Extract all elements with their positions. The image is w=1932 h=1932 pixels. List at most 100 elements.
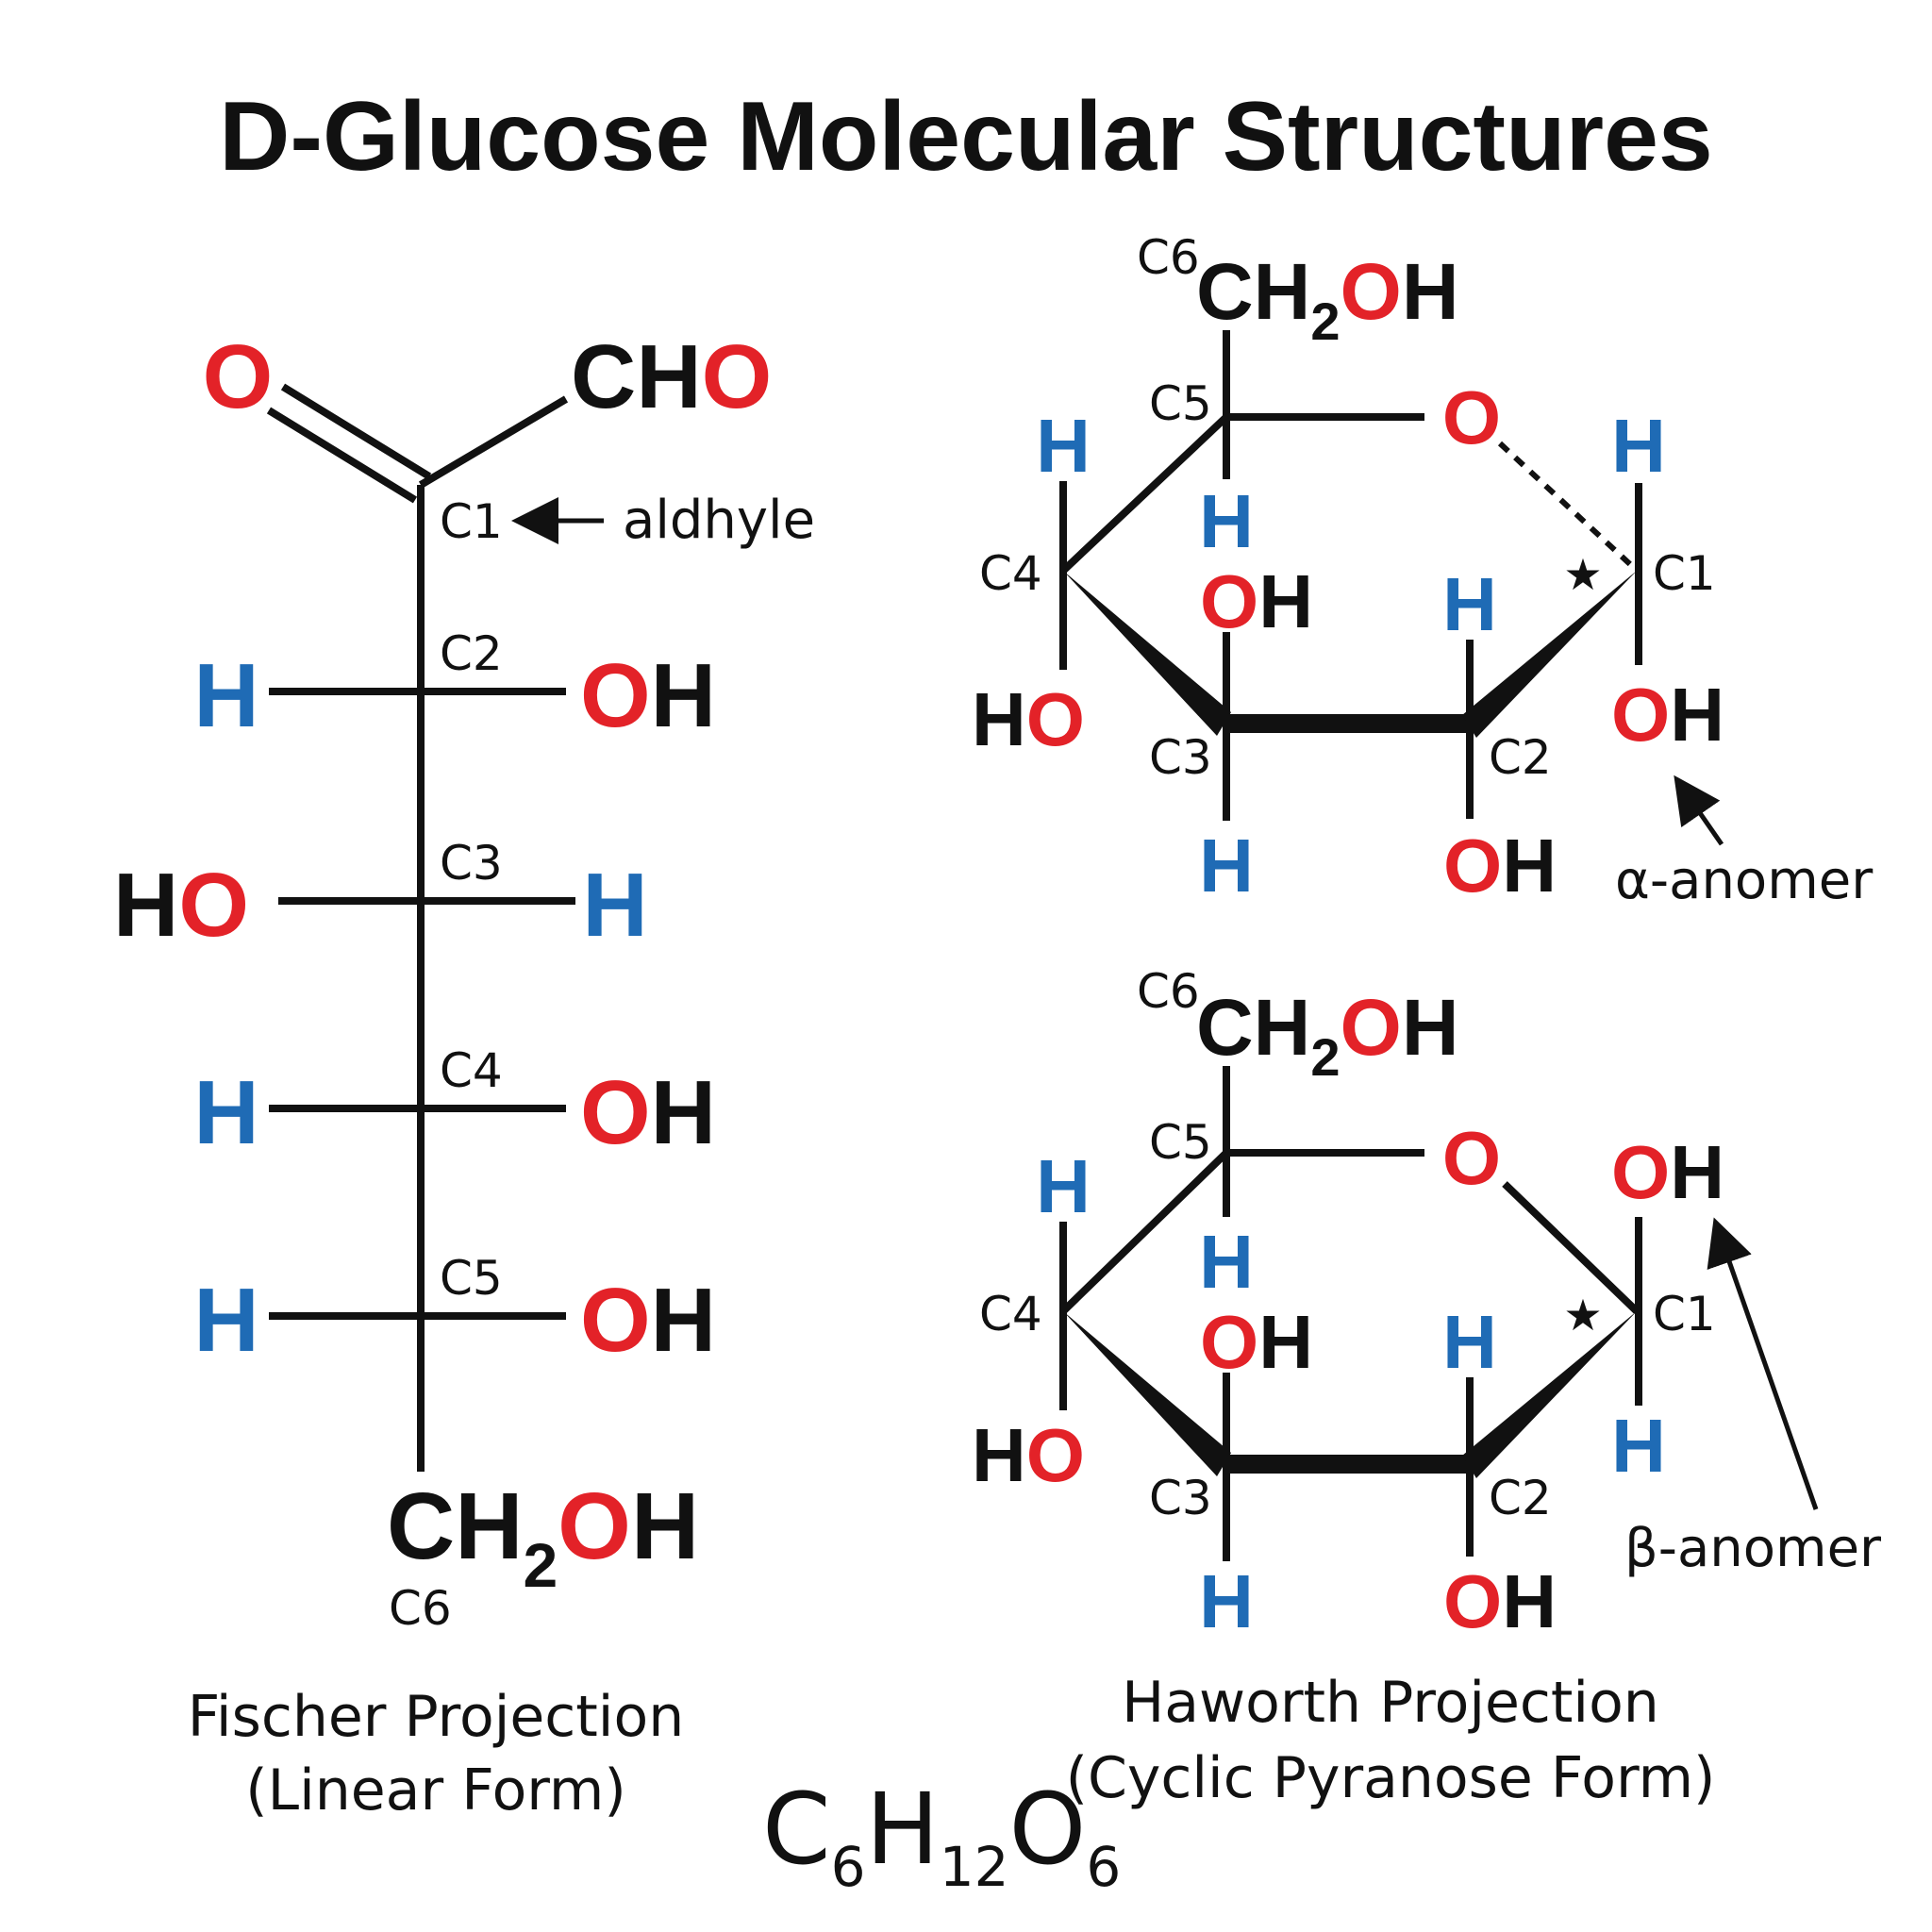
alpha-c4-c3-wedge: [1063, 571, 1231, 736]
alpha-c2-down-o: O: [1443, 824, 1502, 908]
alpha-o-c1-dashed-bond: [1497, 441, 1635, 569]
fischer-caption-line1: Fischer Projection: [188, 1684, 684, 1750]
formula-h-count: 12: [940, 1835, 1009, 1899]
beta-c2-label: C2: [1489, 1471, 1552, 1525]
fischer-c5-label: C5: [440, 1251, 503, 1306]
fischer-c4-right-oh: OH: [580, 1062, 716, 1163]
beta-c4-down-ho: HO: [972, 1413, 1085, 1497]
alpha-c3-up-oh: OH: [1200, 559, 1313, 643]
beta-c1-up-oh: OH: [1611, 1130, 1724, 1214]
fischer-cho-group: CHO: [571, 326, 772, 427]
alpha-c3-c2-bold-bond: [1224, 714, 1469, 733]
beta-c2-down-h: H: [1502, 1559, 1557, 1643]
beta-c2-up-h: H: [1442, 1300, 1497, 1384]
alpha-c1-down-o: O: [1611, 673, 1670, 757]
formula-o-count: 6: [1086, 1835, 1121, 1899]
beta-c2-c1-wedge: [1462, 1311, 1637, 1478]
beta-c4-c3-wedge: [1063, 1311, 1231, 1476]
alpha-c3-up-h: H: [1258, 559, 1313, 643]
beta-ring-oxygen: O: [1442, 1116, 1501, 1200]
fischer-c2-left-h: H: [193, 645, 258, 746]
alpha-c4-down-ho: HO: [972, 677, 1085, 761]
beta-c3-label: C3: [1149, 1471, 1212, 1525]
fischer-c1-label: C1: [440, 494, 503, 549]
beta-c1-down-h: H: [1611, 1404, 1666, 1488]
fischer-c5-left-h: H: [193, 1270, 258, 1371]
fischer-carbonyl-bond-2: [266, 407, 418, 504]
alpha-ch2oh-sub: 2: [1310, 291, 1340, 351]
fischer-c4-h: H: [651, 1062, 716, 1163]
beta-ch2oh-ch: CH: [1196, 983, 1310, 1072]
beta-c4-label: C4: [979, 1287, 1042, 1341]
formula-h: H: [866, 1772, 940, 1887]
beta-anomer-label: β-anomer: [1624, 1518, 1882, 1579]
beta-anomer-arrow: [1707, 1217, 1819, 1510]
fischer-c3-h: H: [113, 855, 178, 956]
alpha-c1-down-h: H: [1670, 673, 1724, 757]
beta-c3-up-o: O: [1200, 1300, 1258, 1384]
fischer-projection: O CHO C1 aldhyle C2 H OH C3 HO H C4 H OH…: [113, 326, 815, 1824]
alpha-c1-down-oh: OH: [1611, 673, 1724, 757]
fischer-c3-o: O: [178, 855, 249, 956]
alpha-c3-up-o: O: [1200, 559, 1258, 643]
alpha-c6-label: C6: [1137, 230, 1200, 285]
beta-c3-down-h: H: [1199, 1559, 1254, 1643]
fischer-c4-label: C4: [440, 1043, 503, 1098]
molecular-formula: C6H12O6: [762, 1772, 1121, 1899]
alpha-ch2oh-o: O: [1340, 247, 1401, 336]
fischer-ch2oh-ch: CH: [387, 1474, 523, 1579]
beta-c1-up-o: O: [1611, 1130, 1670, 1214]
fischer-carbonyl-bond-1: [280, 383, 432, 480]
formula-c-count: 6: [831, 1835, 866, 1899]
haworth-alpha: C6 CH2OH O C5 C4 C3 C2 C1 ★ H H OH H H H…: [972, 230, 1874, 911]
beta-c3-up-oh: OH: [1200, 1300, 1313, 1384]
alpha-c4-label: C4: [979, 546, 1042, 601]
fischer-c4-left-h: H: [193, 1062, 258, 1163]
alpha-anomeric-star-icon: ★: [1563, 549, 1602, 600]
beta-ch2oh-h: H: [1402, 983, 1459, 1072]
alpha-c2-label: C2: [1489, 730, 1552, 785]
alpha-c5-c4-bond: [1060, 414, 1229, 574]
fischer-cho-bond: [418, 395, 569, 489]
fischer-c3-label: C3: [440, 836, 503, 891]
beta-c1-label: C1: [1653, 1287, 1716, 1341]
fischer-c2-h: H: [651, 645, 716, 746]
beta-c5-c4-bond: [1060, 1150, 1229, 1314]
beta-c2-down-oh: OH: [1443, 1559, 1557, 1643]
haworth-beta: C6 CH2OH O C5 C4 C3 C2 C1 ★ H H OH H OH …: [972, 964, 1882, 1643]
fischer-carbonyl-oxygen: O: [203, 326, 274, 427]
alpha-c3-label: C3: [1149, 730, 1212, 785]
alpha-c1-label: C1: [1653, 546, 1716, 601]
beta-c4-up-h: H: [1036, 1144, 1091, 1228]
fischer-ch2oh-sub: 2: [523, 1530, 558, 1600]
fischer-c2-right-oh: OH: [580, 645, 716, 746]
fischer-ch2oh-o: O: [558, 1474, 631, 1579]
fischer-c6-label: C6: [389, 1581, 452, 1636]
aldehyde-note: aldhyle: [623, 490, 815, 551]
alpha-c4-up-h: H: [1036, 404, 1091, 488]
alpha-c5-label: C5: [1149, 376, 1212, 431]
beta-c1-up-h: H: [1670, 1130, 1724, 1214]
alpha-ch2oh-ch: CH: [1196, 247, 1310, 336]
alpha-c2-down-h: H: [1502, 824, 1557, 908]
beta-ch2oh: CH2OH: [1196, 983, 1459, 1087]
fischer-c3-left-ho: HO: [113, 855, 249, 956]
fischer-c5-o: O: [580, 1270, 651, 1371]
alpha-c3-down-h: H: [1199, 824, 1254, 908]
fischer-c4-o: O: [580, 1062, 651, 1163]
beta-c6-label: C6: [1137, 964, 1200, 1019]
haworth-caption-line2: (Cyclic Pyranose Form): [1066, 1745, 1716, 1811]
alpha-anomer-label: α-anomer: [1615, 850, 1874, 911]
beta-ch2oh-sub: 2: [1310, 1027, 1340, 1087]
alpha-anomer-arrow: [1674, 774, 1724, 846]
beta-c2-down-o: O: [1443, 1559, 1502, 1643]
fischer-c2-o: O: [580, 645, 651, 746]
fischer-c5-right-oh: OH: [580, 1270, 716, 1371]
fischer-c2-label: C2: [440, 626, 503, 681]
alpha-ch2oh-h: H: [1402, 247, 1459, 336]
beta-o-c1-bond: [1502, 1181, 1640, 1314]
fischer-caption-line2: (Linear Form): [245, 1757, 626, 1824]
alpha-c2-up-h: H: [1442, 562, 1497, 646]
beta-ch2oh-o: O: [1340, 983, 1401, 1072]
